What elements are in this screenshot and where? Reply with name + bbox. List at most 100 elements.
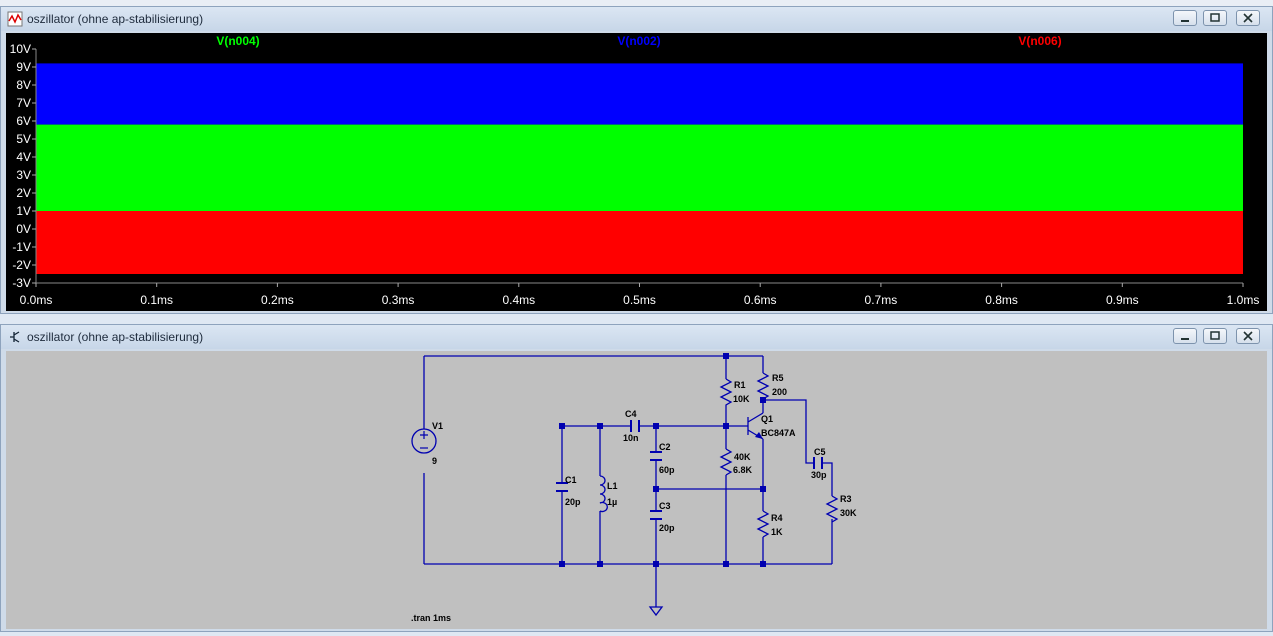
close-button[interactable]: [1236, 328, 1260, 344]
c5-value-label: 30p: [811, 470, 827, 480]
l1-name-label: L1: [607, 481, 618, 491]
minimize-icon: [1181, 20, 1189, 22]
trace-band-vn004: [36, 124, 1243, 211]
x-tick-label: 0.6ms: [744, 293, 777, 307]
junction-dot: [597, 423, 603, 429]
x-tick-label: 0.7ms: [865, 293, 898, 307]
junction-dot: [723, 423, 729, 429]
x-tick-label: 0.8ms: [985, 293, 1018, 307]
c3-value-label: 20p: [659, 523, 675, 533]
junction-dot: [597, 561, 603, 567]
wire: [822, 462, 833, 496]
y-tick-label: -3V: [12, 276, 31, 290]
y-tick-label: 2V: [16, 186, 31, 200]
schematic-window-title: oszillator (ohne ap-stabilisierung): [27, 330, 204, 344]
junction-dot: [760, 486, 766, 492]
r2-name-label: 40K: [734, 452, 751, 462]
c2-value-label: 60p: [659, 465, 675, 475]
minimize-icon: [1181, 338, 1189, 340]
r4-resistor-symbol: [756, 510, 770, 538]
c3-name-label: C3: [659, 501, 671, 511]
r5-name-label: R5: [772, 373, 784, 383]
c4-capacitor-symbol: [630, 420, 640, 432]
junction-dot: [723, 561, 729, 567]
trace-label-vn006[interactable]: V(n006): [1018, 34, 1061, 48]
restore-button[interactable]: [1203, 328, 1227, 344]
schematic-app-icon: [10, 331, 20, 343]
x-tick-label: 0.1ms: [140, 293, 173, 307]
junction-dot: [559, 561, 565, 567]
restore-button[interactable]: [1203, 10, 1227, 26]
junction-dot: [723, 353, 729, 359]
r1-value-label: 10K: [733, 394, 750, 404]
c3-capacitor-symbol: [650, 510, 662, 520]
junction-dot: [653, 561, 659, 567]
y-tick-label: -1V: [12, 240, 31, 254]
wire: [763, 399, 814, 464]
junction-dot: [760, 561, 766, 567]
waveform-app-icon: [7, 11, 23, 27]
y-tick-label: 6V: [16, 114, 31, 128]
v1-source-symbol: [411, 428, 437, 454]
x-tick-label: 0.2ms: [261, 293, 294, 307]
schematic-canvas[interactable]: V1 9 C1 20p L1 1µ C4 10n C2 60p C3 20p R…: [6, 351, 1267, 629]
emitter-arrow-icon: [755, 432, 763, 439]
r2-value-label: 6.8K: [733, 465, 753, 475]
y-tick-label: 7V: [16, 96, 31, 110]
y-tick-label: 9V: [16, 60, 31, 74]
l1-value-label: 1µ: [607, 497, 617, 507]
r5-value-label: 200: [772, 387, 787, 397]
c1-name-label: C1: [565, 475, 577, 485]
q1-value-label: BC847A: [761, 428, 796, 438]
trace-band-vn006: [36, 211, 1243, 274]
spice-directive-label[interactable]: .tran 1ms: [411, 613, 451, 623]
ground-icon: [648, 606, 664, 617]
schematic-titlebar[interactable]: oszillator (ohne ap-stabilisierung): [1, 325, 1272, 349]
close-button[interactable]: [1236, 10, 1260, 26]
y-tick-label: 5V: [16, 132, 31, 146]
r3-resistor-symbol: [825, 495, 839, 523]
close-icon: [1243, 13, 1253, 23]
c2-name-label: C2: [659, 442, 671, 452]
r1-resistor-symbol: [719, 378, 733, 407]
y-tick-label: 0V: [16, 222, 31, 236]
junction-dot: [760, 397, 766, 403]
c5-name-label: C5: [814, 447, 826, 457]
trace-label-vn002[interactable]: V(n002): [617, 34, 660, 48]
trace-band-vn002: [36, 63, 1243, 125]
v1-name-label: V1: [432, 421, 443, 431]
c2-capacitor-symbol: [650, 451, 662, 461]
r3-value-label: 30K: [840, 508, 857, 518]
x-tick-label: 1.0ms: [1227, 293, 1260, 307]
l1-inductor-symbol: [599, 475, 608, 513]
q1-name-label: Q1: [761, 414, 773, 424]
waveform-titlebar[interactable]: oszillator (ohne ap-stabilisierung): [1, 7, 1272, 31]
y-tick-label: 1V: [16, 204, 31, 218]
minimize-button[interactable]: [1173, 10, 1197, 26]
junction-dot: [559, 423, 565, 429]
c4-value-label: 10n: [623, 433, 639, 443]
close-icon: [1243, 331, 1253, 341]
r2-resistor-symbol: [719, 448, 733, 476]
x-tick-label: 0.3ms: [382, 293, 415, 307]
r4-name-label: R4: [771, 513, 783, 523]
y-tick-label: 8V: [16, 78, 31, 92]
restore-icon: [1210, 331, 1220, 340]
junction-dot: [653, 423, 659, 429]
schematic-svg[interactable]: V1 9 C1 20p L1 1µ C4 10n C2 60p C3 20p R…: [6, 351, 1267, 629]
trace-label-vn004[interactable]: V(n004): [216, 34, 259, 48]
schematic-window: oszillator (ohne ap-stabilisierung): [0, 324, 1273, 632]
x-tick-label: 0.5ms: [623, 293, 656, 307]
junction-dot: [653, 486, 659, 492]
y-tick-label: 3V: [16, 168, 31, 182]
minimize-button[interactable]: [1173, 328, 1197, 344]
c4-name-label: C4: [625, 409, 637, 419]
x-tick-label: 0.0ms: [20, 293, 53, 307]
r4-value-label: 1K: [771, 527, 783, 537]
waveform-window-title: oszillator (ohne ap-stabilisierung): [27, 12, 204, 26]
v1-value-label: 9: [432, 456, 437, 466]
y-tick-label: 4V: [16, 150, 31, 164]
